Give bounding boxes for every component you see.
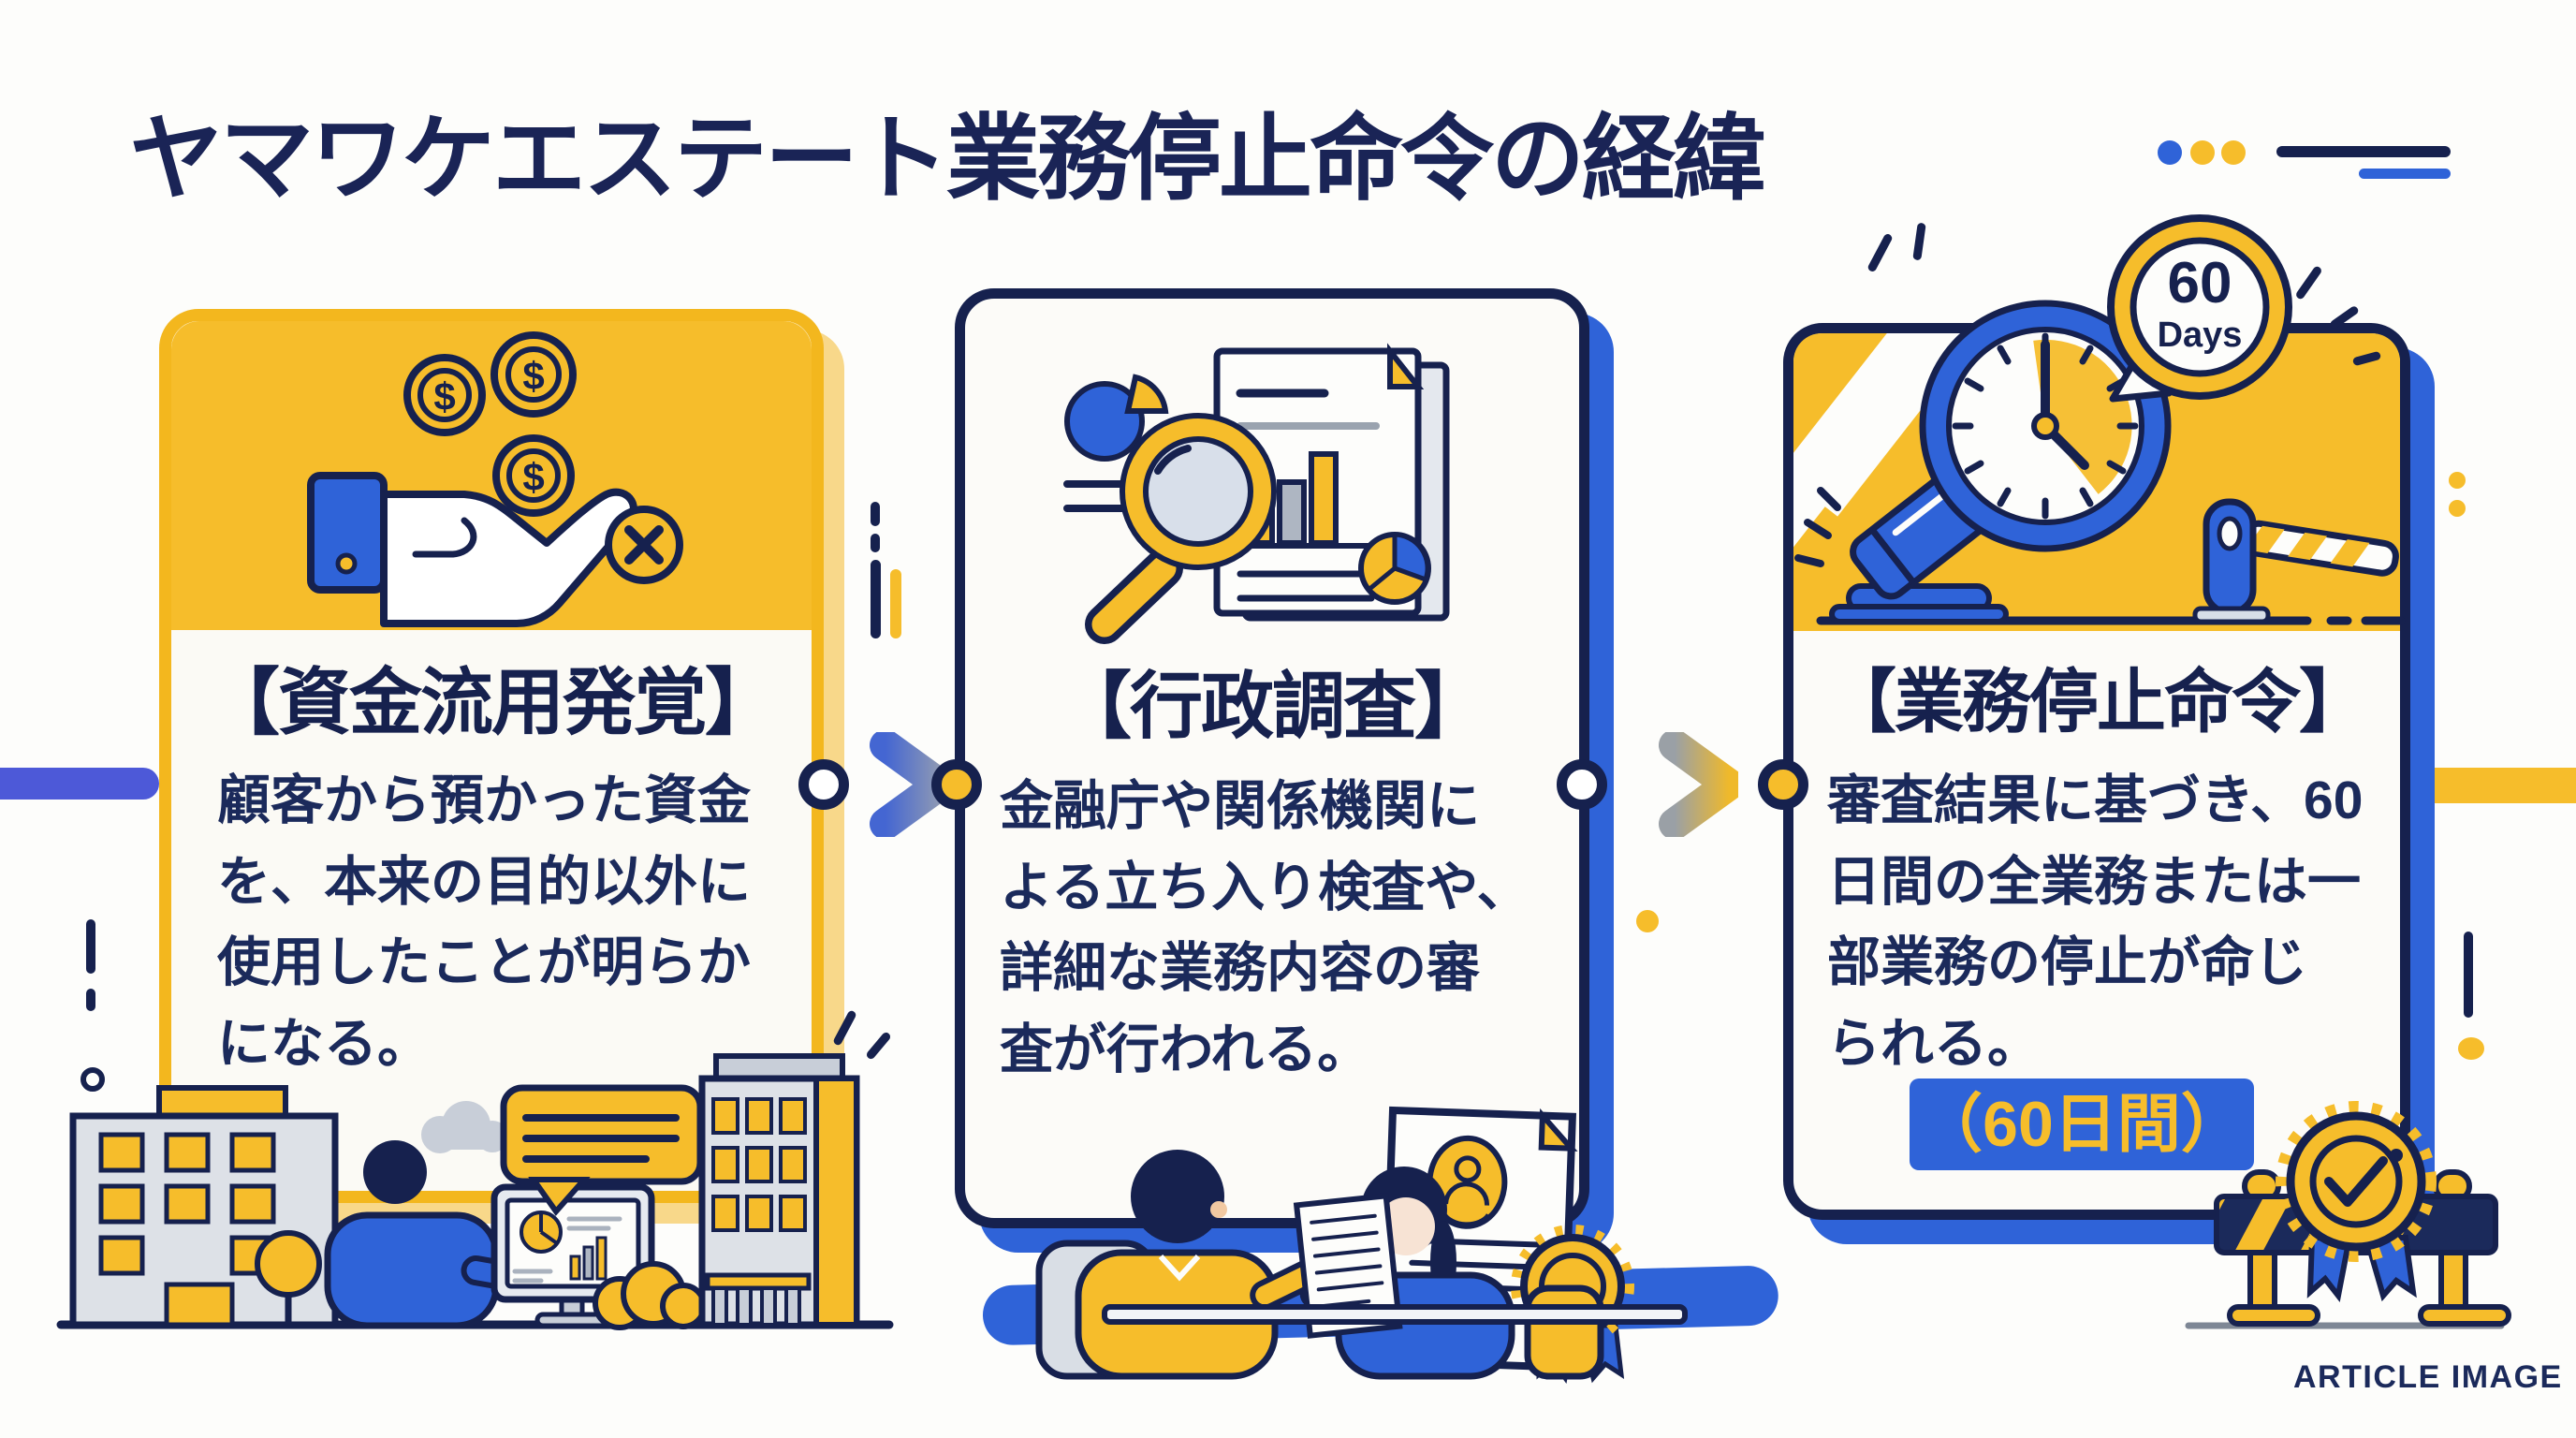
award-ribbon-icon bbox=[2276, 1101, 2437, 1303]
svg-text:$: $ bbox=[433, 374, 455, 418]
deco-dot-yellow bbox=[2449, 472, 2466, 489]
misuse-discovery-scene bbox=[56, 1053, 894, 1330]
bushes-icon bbox=[593, 1261, 707, 1330]
page-fold bbox=[1387, 343, 1425, 389]
svg-text:$: $ bbox=[522, 354, 544, 398]
coin-icon: $ bbox=[492, 434, 575, 517]
arrow-right-icon bbox=[1633, 732, 1738, 837]
timeline-node bbox=[931, 759, 982, 810]
sixty-days-bubble: 60 Days bbox=[2107, 214, 2292, 403]
chair-icon bbox=[1524, 1284, 1604, 1380]
magnifier-report-icon bbox=[1063, 343, 1450, 644]
deco-dot-yellow bbox=[1636, 910, 1659, 932]
deco-line bbox=[871, 560, 881, 638]
building-icon bbox=[698, 1053, 860, 1328]
deco-dot-yellow bbox=[2458, 1037, 2484, 1060]
open-hand bbox=[380, 488, 637, 627]
step-2-heading: 【行政調査】 bbox=[1058, 665, 1487, 747]
barrier-gate-icon bbox=[2192, 498, 2399, 624]
step-3-body: 審査結果に基づき、60 日間の全業務または一 部業務の停止が命じ られる。 bbox=[1827, 770, 2364, 1074]
desk-edge bbox=[1102, 1304, 1688, 1325]
paper-icon bbox=[1293, 1193, 1403, 1339]
deco-dot-blue bbox=[2158, 140, 2182, 165]
deco-dot-yellow bbox=[2449, 500, 2466, 517]
cloud-icon bbox=[421, 1101, 508, 1153]
deco-dash bbox=[86, 989, 95, 1011]
deco-line-blue bbox=[2359, 169, 2451, 179]
step-1-heading: 【資金流用発覚】 bbox=[206, 661, 778, 743]
coin-icon: $ bbox=[490, 331, 577, 418]
suspension-scene bbox=[2185, 1101, 2511, 1329]
deco-line-navy bbox=[2276, 146, 2451, 157]
coin-icon: $ bbox=[403, 354, 486, 436]
hand-coins-x-icon: $ $ $ bbox=[307, 331, 683, 627]
svg-text:$: $ bbox=[522, 455, 544, 499]
x-mark-icon bbox=[605, 506, 683, 584]
gavel-block bbox=[1829, 583, 2009, 624]
timeline-node bbox=[1557, 759, 1607, 810]
investigation-scene bbox=[982, 1106, 1778, 1385]
deco-dot-yellow bbox=[2221, 140, 2246, 165]
timeline-node bbox=[798, 759, 849, 810]
sparkle bbox=[832, 1009, 857, 1047]
step-1-body: 顧客から預かった資金 を、本来の目的以外に 使用したことが明らか になる。 bbox=[217, 770, 751, 1074]
gavel-clock-barrier-icon: 60 Days bbox=[1794, 214, 2406, 625]
clock-icon bbox=[1919, 300, 2172, 552]
deco-dash bbox=[86, 919, 95, 974]
deco-dash bbox=[871, 534, 880, 552]
tree-icon bbox=[255, 1230, 322, 1325]
deco-dot-yellow bbox=[2190, 140, 2215, 165]
pie-chart-icon bbox=[1064, 374, 1169, 462]
impact-sparks bbox=[1794, 487, 1841, 567]
deco-ring bbox=[80, 1067, 105, 1092]
timeline-bar-right bbox=[2434, 768, 2576, 803]
deco-line-yellow bbox=[890, 569, 901, 638]
timeline-bar-left bbox=[0, 768, 159, 800]
step-card-1 bbox=[159, 309, 824, 1203]
duration-badge: （60日間） bbox=[1910, 1078, 2254, 1170]
deco-dash bbox=[871, 502, 880, 526]
speech-bubble-icon bbox=[500, 1084, 704, 1216]
step-2-body: 金融庁や関係機関に よる立ち入り検査や、 詳細な業務内容の審 査が行われる。 bbox=[1000, 776, 1530, 1079]
timeline-node bbox=[1758, 759, 1808, 810]
magnifier-icon bbox=[1085, 413, 1277, 644]
pie-chart-icon bbox=[1358, 532, 1431, 605]
deco-dash bbox=[2464, 932, 2473, 1018]
svg-text:Days: Days bbox=[2158, 315, 2243, 355]
watermark-label: ARTICLE IMAGE bbox=[2293, 1359, 2563, 1395]
svg-text:60: 60 bbox=[2168, 251, 2232, 315]
monitor-icon bbox=[490, 1183, 655, 1328]
step-3-heading: 【業務停止命令】 bbox=[1827, 663, 2368, 741]
page-title: ヤマワケエステート業務停止命令の経緯 bbox=[129, 107, 1766, 212]
